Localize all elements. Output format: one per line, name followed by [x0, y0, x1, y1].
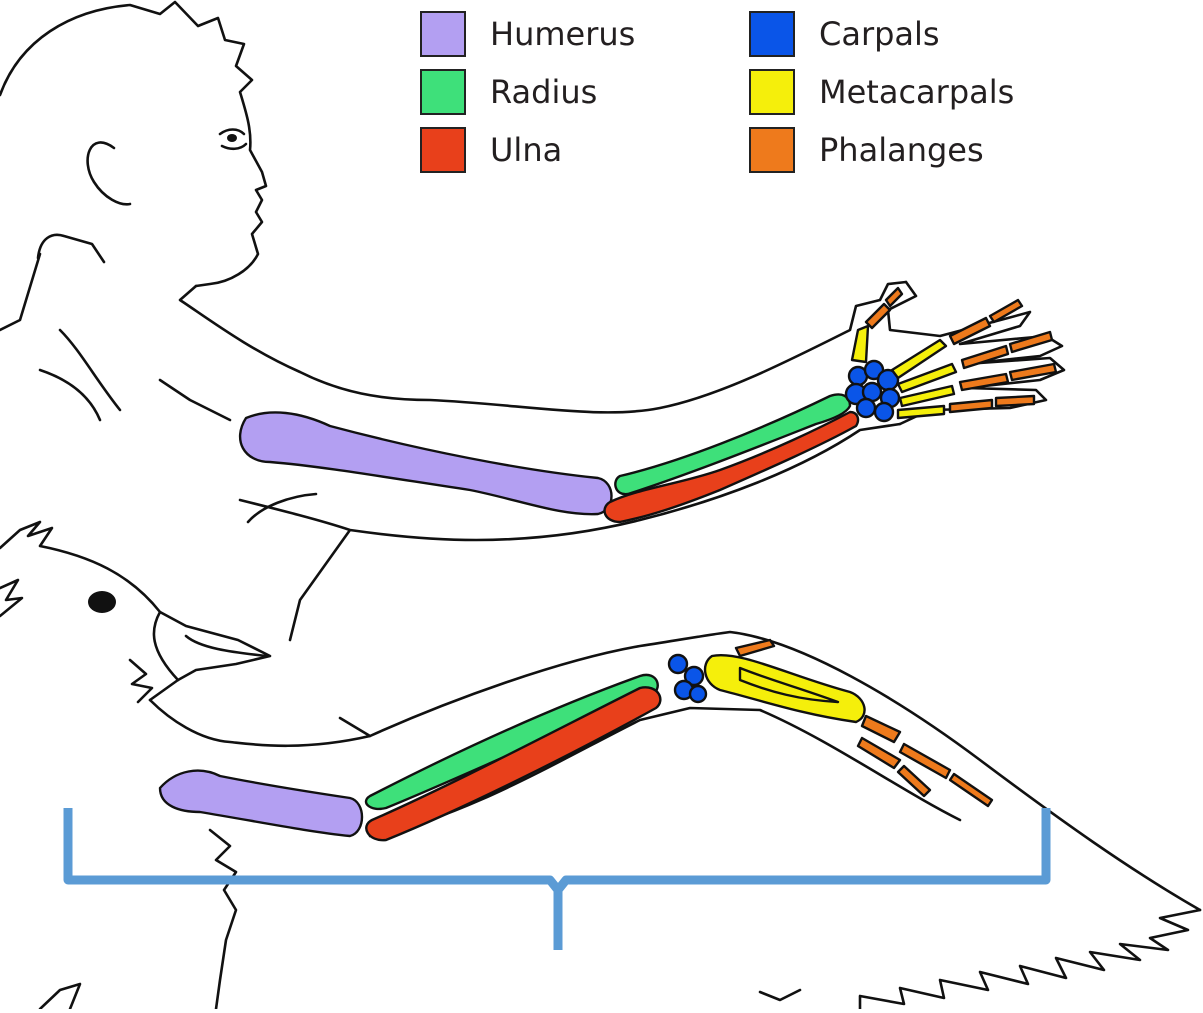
legend-label-carpals: Carpals [819, 15, 940, 53]
human-chest [40, 330, 230, 420]
legend-item-ulna: Ulna [420, 125, 562, 175]
bird-figure [0, 522, 1200, 1009]
human-arm-bones [240, 288, 1056, 522]
human-head-outline [0, 2, 266, 286]
bird-radius-bone [366, 675, 658, 809]
legend-label-radius: Radius [490, 73, 597, 111]
legend-swatch-ulna [420, 127, 466, 173]
legend-item-radius: Radius [420, 67, 597, 117]
legend-item-carpals: Carpals [749, 9, 940, 59]
legend-item-humerus: Humerus [420, 9, 635, 59]
human-eye-pupil [227, 134, 237, 142]
bird-neck [150, 700, 370, 746]
legend-item-metacarpals: Metacarpals [749, 67, 1014, 117]
legend-label-humerus: Humerus [490, 15, 635, 53]
bird-wing-feathers [760, 910, 1200, 1009]
human-humerus-bone [240, 412, 611, 514]
legend-swatch-metacarpals [749, 69, 795, 115]
bird-metacarpal-bone [705, 655, 865, 722]
legend-label-ulna: Ulna [490, 131, 562, 169]
legend-item-phalanges: Phalanges [749, 125, 984, 175]
legend-swatch-humerus [420, 11, 466, 57]
human-neck-shoulder [180, 282, 906, 412]
homology-bracket [68, 808, 1046, 950]
bird-phalange-bones [736, 640, 992, 806]
bird-cheek-feathers [0, 580, 152, 702]
legend-swatch-radius [420, 69, 466, 115]
bird-eye [88, 591, 116, 613]
bird-wing-bones [160, 640, 992, 840]
bird-ulna-bone [366, 687, 660, 840]
bird-humerus-bone [160, 771, 362, 836]
legend-label-metacarpals: Metacarpals [819, 73, 1014, 111]
legend-label-phalanges: Phalanges [819, 131, 984, 169]
bird-carpal-bones [669, 655, 706, 702]
bird-head-outline [0, 522, 270, 700]
legend-swatch-carpals [749, 11, 795, 57]
human-ear [88, 142, 130, 204]
human-ulna-bone [605, 412, 858, 522]
legend-swatch-phalanges [749, 127, 795, 173]
human-jaw-line [0, 235, 104, 330]
